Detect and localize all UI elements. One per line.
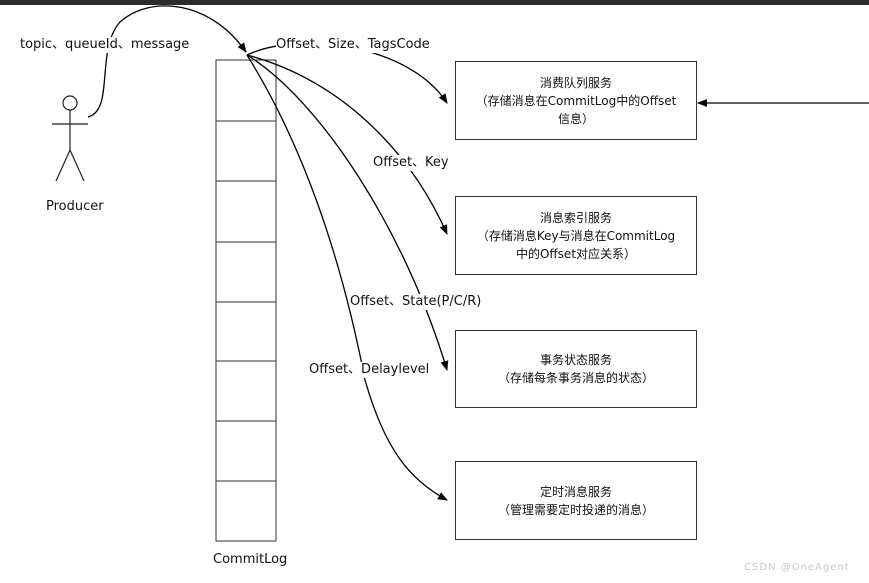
commitlog-to-timer-arrow — [246, 54, 448, 501]
timer-arrow-label: Offset、Delaylevel — [309, 362, 430, 378]
producer-to-commitlog-arrow — [87, 5, 247, 118]
service-title: 消费队列服务 — [539, 75, 612, 90]
index-arrow-label: Offset、Key — [373, 155, 449, 171]
service-desc-line: （存储消息在CommitLog中的Offset — [475, 93, 677, 108]
watermark: CSDN @OneAgent — [744, 562, 850, 573]
window-top-bar — [0, 0, 869, 5]
service-title: 消息索引服务 — [539, 210, 612, 225]
consume-queue-service-box: 消费队列服务 （存储消息在CommitLog中的Offset 信息） — [455, 61, 697, 140]
service-desc-line: 中的Offset对应关系） — [515, 246, 637, 261]
transaction-state-service-box: 事务状态服务 （存储每条事务消息的状态） — [455, 330, 697, 408]
transaction-arrow-label: Offset、State(P/C/R) — [350, 294, 482, 310]
service-desc-line: 信息） — [557, 111, 594, 126]
service-title: 定时消息服务 — [539, 484, 612, 499]
service-desc-line: （存储消息Key与消息在CommitLog — [476, 228, 676, 243]
service-title: 事务状态服务 — [539, 353, 612, 367]
commitlog-to-index-arrow — [246, 54, 448, 235]
commitlog-to-transaction-arrow — [246, 54, 449, 371]
producer-label: Producer — [46, 199, 104, 215]
producer-figure-icon — [52, 95, 88, 182]
message-index-service-box: 消息索引服务 （存储消息Key与消息在CommitLog 中的Offset对应关… — [455, 196, 697, 275]
consume-queue-arrow-label: Offset、Size、TagsCode — [276, 37, 430, 53]
commitlog-label: CommitLog — [213, 552, 288, 568]
service-desc-line: （管理需要定时投递的消息） — [497, 502, 654, 517]
service-desc-line: （存储每条事务消息的状态） — [497, 371, 654, 385]
producer-message-label: topic、queueId、message — [20, 37, 190, 53]
scheduled-message-service-box: 定时消息服务 （管理需要定时投递的消息） — [455, 461, 697, 540]
commitlog-column — [215, 59, 277, 542]
